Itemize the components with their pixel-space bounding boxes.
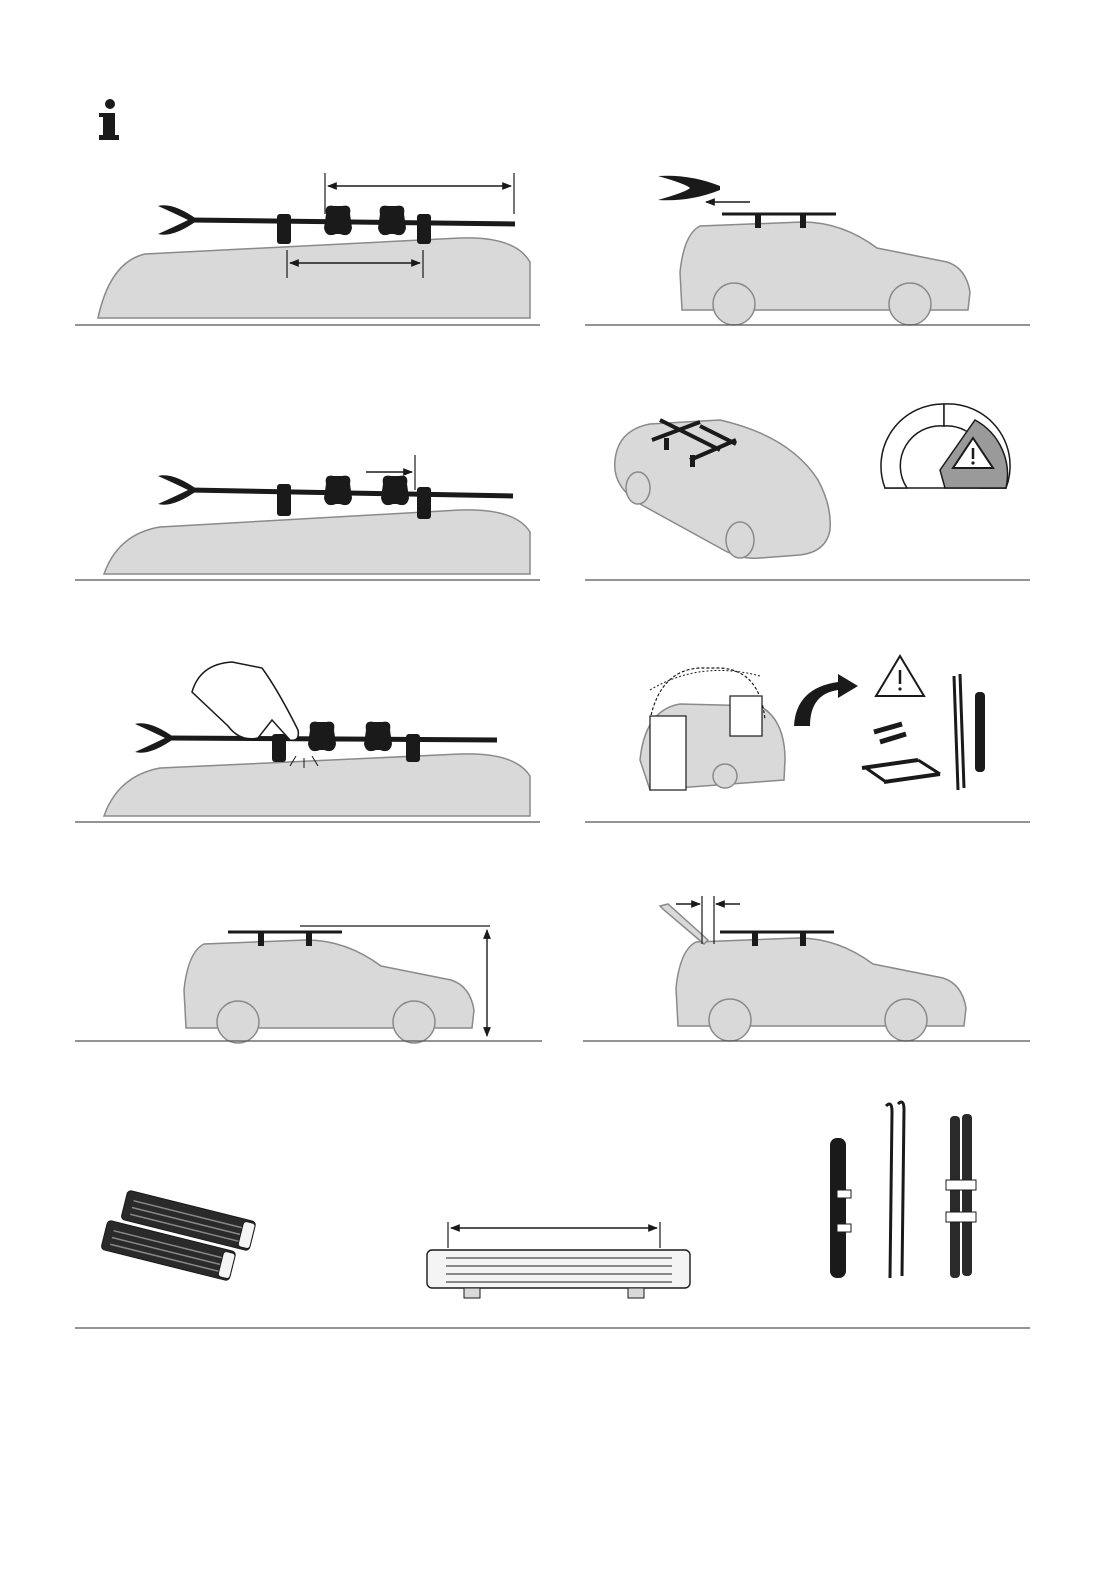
ski-spacing-diagram bbox=[98, 173, 530, 318]
speed-warning-diagram bbox=[615, 404, 1010, 558]
info-icon bbox=[99, 99, 119, 140]
carrier-overview-diagram bbox=[101, 1102, 976, 1298]
load-direction-diagram bbox=[658, 176, 970, 325]
ski-overhang-diagram bbox=[104, 455, 530, 574]
remove-rack-diagram bbox=[640, 656, 985, 790]
tailgate-clearance-diagram bbox=[660, 896, 966, 1041]
check-fastening-diagram bbox=[104, 662, 530, 816]
vehicle-height-diagram bbox=[184, 926, 490, 1043]
